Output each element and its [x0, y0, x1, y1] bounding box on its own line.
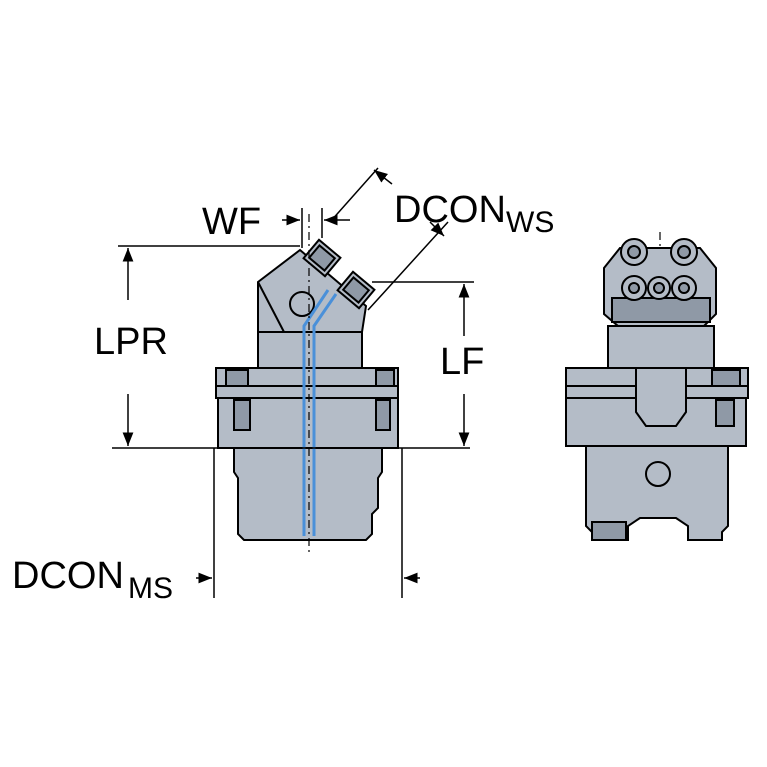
label-lpr: LPR	[94, 321, 168, 363]
screw-bottom-right	[671, 275, 697, 301]
coolant-channel	[302, 289, 338, 536]
groove-right	[375, 399, 391, 431]
screw-top-right	[670, 238, 698, 266]
screw-top-left	[620, 238, 648, 266]
front-key	[635, 365, 687, 427]
front-coolant-hole	[645, 461, 671, 487]
label-dcon-ms: DCON	[12, 555, 124, 597]
centre-bore	[647, 276, 671, 300]
front-neck	[607, 325, 715, 369]
clamp-screw-lower	[336, 270, 376, 310]
label-wf: WF	[202, 201, 261, 243]
label-lf: LF	[440, 341, 484, 383]
front-shank-slot-left	[591, 521, 627, 541]
flange-notch-right	[375, 369, 395, 387]
front-screws	[620, 238, 698, 301]
front-head-knurl	[611, 297, 711, 323]
groove-left	[233, 399, 251, 431]
screw-bottom-left	[621, 275, 647, 301]
label-dcon-ws-subscript: WS	[506, 206, 554, 239]
side-view	[215, 238, 399, 541]
insert-pocket	[289, 291, 315, 317]
front-groove	[715, 399, 735, 427]
angled-head	[257, 248, 368, 333]
dimension-lines	[112, 167, 474, 598]
label-dcon-ws: DCON	[394, 189, 506, 231]
flange-notch-left	[225, 369, 249, 387]
label-dcon-ms-subscript: MS	[128, 572, 173, 605]
neck	[257, 331, 363, 369]
clamp-screw-upper	[302, 238, 342, 278]
front-flange-notch	[711, 369, 741, 387]
front-view	[565, 247, 749, 541]
shank	[233, 447, 383, 541]
